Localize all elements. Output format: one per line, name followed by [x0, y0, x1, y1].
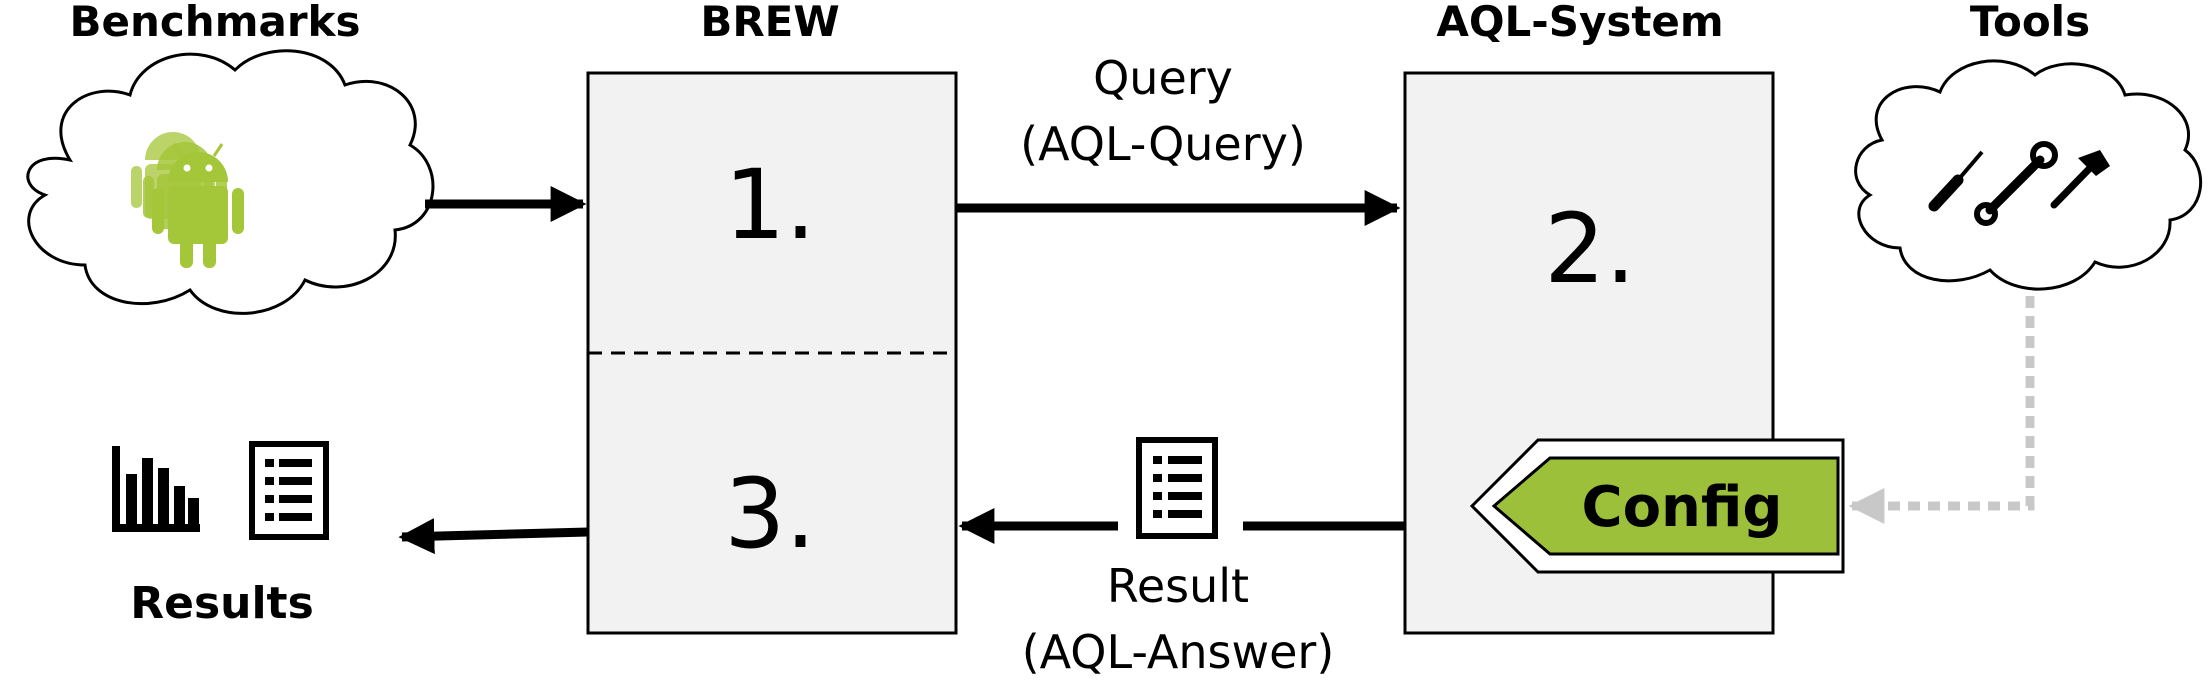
config-tag [1469, 438, 1845, 574]
bar-chart-icon [112, 446, 200, 532]
result-sublabel: (AQL-Answer) [1022, 625, 1335, 679]
document-icon [1136, 437, 1218, 539]
brew-box [586, 71, 958, 635]
tools-icon [1928, 141, 2110, 226]
benchmarks-title: Benchmarks [70, 0, 361, 46]
query-label: Query [1093, 51, 1233, 105]
step-1-label: 1. [724, 149, 816, 261]
aql-system-title: AQL-System [1436, 0, 1723, 46]
config-label: Config [1581, 475, 1782, 540]
benchmarks-cloud [26, 49, 435, 315]
tools-title: Tools [1970, 0, 2090, 46]
tools-cloud [1854, 59, 2202, 291]
arrow-brew-to-results [398, 518, 589, 555]
result-label: Result [1107, 559, 1249, 613]
step-3-label: 3. [724, 458, 816, 570]
android-robots-icon [131, 132, 244, 268]
brew-title: BREW [700, 0, 839, 46]
results-title: Results [130, 578, 314, 629]
arrow-tools-to-config [1848, 296, 2035, 524]
query-sublabel: (AQL-Query) [1020, 117, 1306, 171]
list-document-icon [249, 441, 329, 540]
step-2-label: 2. [1544, 193, 1636, 305]
